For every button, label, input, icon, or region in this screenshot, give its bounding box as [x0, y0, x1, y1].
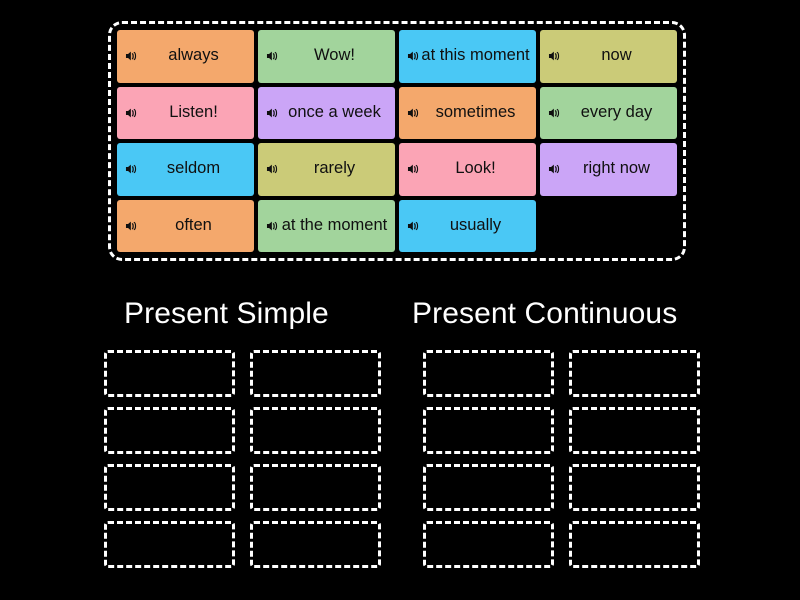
speaker-icon [125, 221, 137, 231]
speaker-icon [548, 164, 560, 174]
dropzone-slot[interactable] [250, 350, 381, 397]
word-tile[interactable]: Wow! [258, 30, 395, 83]
word-tile[interactable]: Look! [399, 143, 536, 196]
word-tile-label: right now [583, 159, 650, 178]
word-tile-label: once a week [288, 102, 381, 121]
word-tile[interactable]: right now [540, 143, 677, 196]
word-tile[interactable]: every day [540, 86, 677, 139]
word-tile-label: rarely [313, 159, 356, 178]
speaker-icon [407, 108, 419, 118]
dropzone-slot[interactable] [569, 521, 700, 568]
dropzone-slot[interactable] [423, 521, 554, 568]
dropzone-slot[interactable] [569, 407, 700, 454]
speaker-icon [548, 108, 560, 118]
speaker-icon [266, 164, 278, 174]
word-tile[interactable]: sometimes [399, 86, 536, 139]
dropzone-slot[interactable] [569, 350, 700, 397]
speaker-icon [407, 51, 419, 61]
word-tile-label: seldom [166, 159, 221, 178]
dropzone-group-present-simple [104, 350, 394, 568]
dropzone-slot[interactable] [104, 521, 235, 568]
word-tile-label: Listen! [169, 102, 218, 121]
dropzone-group-present-continuous [423, 350, 713, 568]
dropzone-slot[interactable] [569, 464, 700, 511]
word-tile-label: always [168, 46, 219, 65]
word-tile-label: Wow! [314, 46, 355, 65]
word-tile-empty-slot [540, 200, 677, 253]
word-tile-label: sometimes [435, 102, 516, 121]
word-tile[interactable]: always [117, 30, 254, 83]
word-tile[interactable]: now [540, 30, 677, 83]
group-title-present-continuous: Present Continuous [412, 297, 678, 330]
dropzone-slot[interactable] [423, 464, 554, 511]
word-tile-label: now [601, 46, 632, 65]
dropzone-slot[interactable] [104, 407, 235, 454]
word-tile[interactable]: at this moment [399, 30, 536, 83]
dropzone-slot[interactable] [104, 350, 235, 397]
word-tile[interactable]: once a week [258, 86, 395, 139]
group-title-present-simple: Present Simple [124, 297, 329, 330]
speaker-icon [548, 51, 560, 61]
word-tile-label: Look! [455, 159, 496, 178]
speaker-icon [407, 221, 419, 231]
word-tile-label: usually [449, 215, 502, 234]
word-tile-label: every day [580, 102, 653, 121]
dropzone-slot[interactable] [250, 521, 381, 568]
word-tile-label: at this moment [421, 46, 530, 65]
dropzone-slot[interactable] [104, 464, 235, 511]
speaker-icon [125, 108, 137, 118]
word-tile[interactable]: seldom [117, 143, 254, 196]
speaker-icon [266, 51, 278, 61]
dropzone-slot[interactable] [423, 407, 554, 454]
dropzone-slot[interactable] [423, 350, 554, 397]
word-tile[interactable]: Listen! [117, 86, 254, 139]
dropzone-slot[interactable] [250, 407, 381, 454]
dropzone-slot[interactable] [250, 464, 381, 511]
word-tile-label: often [175, 215, 212, 234]
word-tile[interactable]: often [117, 199, 254, 252]
speaker-icon [266, 221, 278, 231]
word-tile[interactable]: at the moment [258, 199, 395, 252]
speaker-icon [125, 164, 137, 174]
speaker-icon [266, 108, 278, 118]
speaker-icon [125, 51, 137, 61]
word-tile-label: at the moment [281, 215, 388, 234]
word-tile[interactable]: usually [399, 199, 536, 252]
word-tile[interactable]: rarely [258, 143, 395, 196]
speaker-icon [407, 164, 419, 174]
